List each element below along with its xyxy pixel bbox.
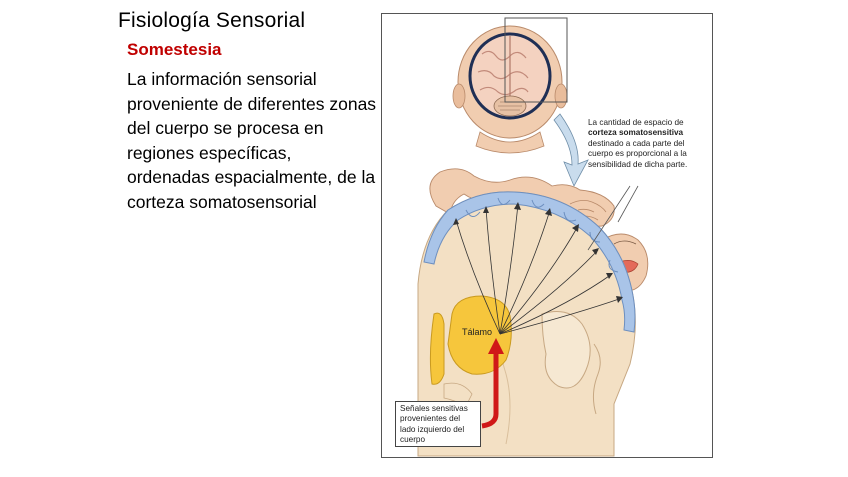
cortex-callout-text: La cantidad de espacio de corteza somato… (588, 118, 710, 170)
brain-coronal-slice (417, 191, 636, 457)
slide-body-text: La información sensorial proveniente de … (127, 69, 377, 212)
callout-text-start: La cantidad de espacio de (588, 118, 684, 127)
callout-leader-lines (587, 185, 639, 251)
head-illustration (452, 17, 568, 154)
callout-text-bold: corteza somatosensitiva (588, 128, 684, 138)
somatosensory-figure: La cantidad de espacio de corteza somato… (381, 13, 713, 458)
slide-title: Fisiología Sensorial (118, 9, 306, 32)
projection-fibers (455, 203, 623, 335)
signal-arrow-icon (481, 338, 504, 429)
slide-subtitle: Somestesia (127, 40, 222, 59)
fiber-arrowheads (453, 202, 623, 303)
pointer-arrow-icon (553, 113, 589, 187)
brain-illustration (417, 17, 649, 457)
signal-label-box: Señales sensitivas provenientes del lado… (395, 401, 481, 447)
callout-text-end: destinado a cada parte del cuerpo es pro… (588, 138, 688, 169)
thalamus-label: Tálamo (462, 327, 493, 337)
